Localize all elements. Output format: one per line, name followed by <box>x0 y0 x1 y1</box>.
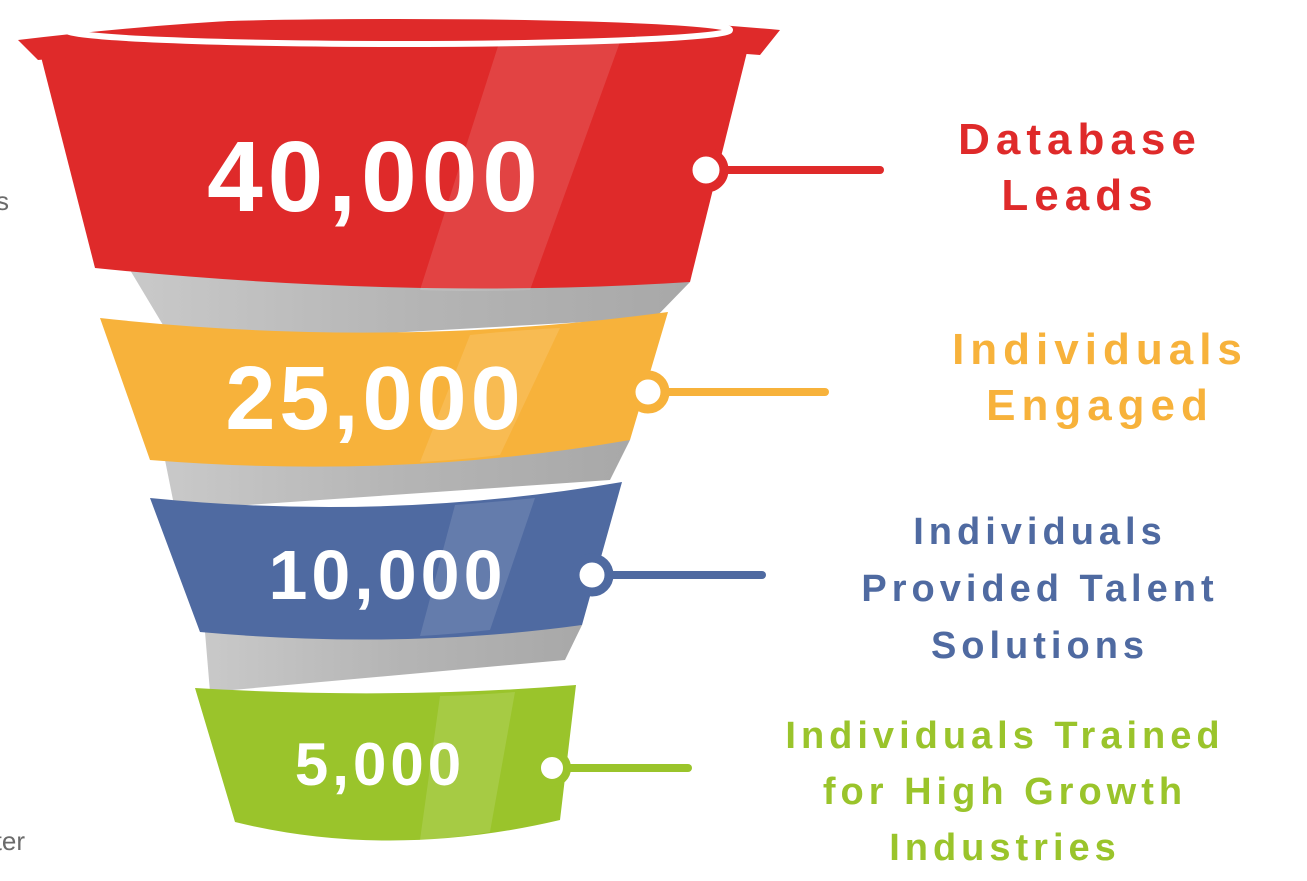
funnel-stage-4-body <box>195 685 576 841</box>
pointer-3 <box>570 553 766 597</box>
stage-2-label-line-1: Individuals <box>952 325 1248 374</box>
stage-3-value: 10,000 <box>268 536 507 614</box>
funnel-stage-1-shine <box>420 40 620 291</box>
stage-2-value: 25,000 <box>225 349 525 449</box>
funnel-stage-2-body <box>100 312 668 467</box>
stage-4-label-line-1: Individuals Trained <box>785 715 1225 757</box>
stage-1-label: Database Leads <box>900 112 1260 224</box>
funnel-connector-1 <box>130 270 690 345</box>
left-edge-text-2: rter <box>0 826 25 856</box>
funnel-stage-3-shine <box>420 498 535 636</box>
stage-4-label: Individuals Trained for High Growth Indu… <box>705 708 1305 876</box>
left-edge-text-1: s <box>0 186 9 216</box>
stage-2-label: Individuals Engaged <box>905 322 1295 434</box>
funnel-stage-3-body <box>150 482 622 640</box>
pointer-1 <box>683 147 884 193</box>
funnel-connector-3 <box>205 625 582 692</box>
stage-4-label-line-3: Industries <box>889 827 1121 869</box>
stage-1-label-line-2: Leads <box>1001 171 1159 220</box>
stage-2-label-line-2: Engaged <box>986 381 1214 430</box>
stage-1-label-line-1: Database <box>958 115 1202 164</box>
funnel-stage-4-shine <box>420 692 515 840</box>
stage-3-label-line-2: Provided Talent <box>861 568 1219 610</box>
funnel-opening <box>63 13 733 47</box>
funnel-stage-1-body <box>38 26 750 289</box>
funnel-stage-2-shine <box>420 328 560 462</box>
pointer-4 <box>533 749 692 787</box>
stage-3-label-line-1: Individuals <box>913 511 1167 553</box>
stage-3-label: Individuals Provided Talent Solutions <box>775 504 1305 675</box>
stage-1-value: 40,000 <box>207 121 543 233</box>
stage-3-label-line-3: Solutions <box>930 625 1150 667</box>
stage-4-value: 5,000 <box>294 731 466 798</box>
funnel-stage-1-rim <box>18 14 780 60</box>
stage-4-label-line-2: for High Growth <box>822 771 1188 813</box>
pointer-2 <box>626 370 829 414</box>
